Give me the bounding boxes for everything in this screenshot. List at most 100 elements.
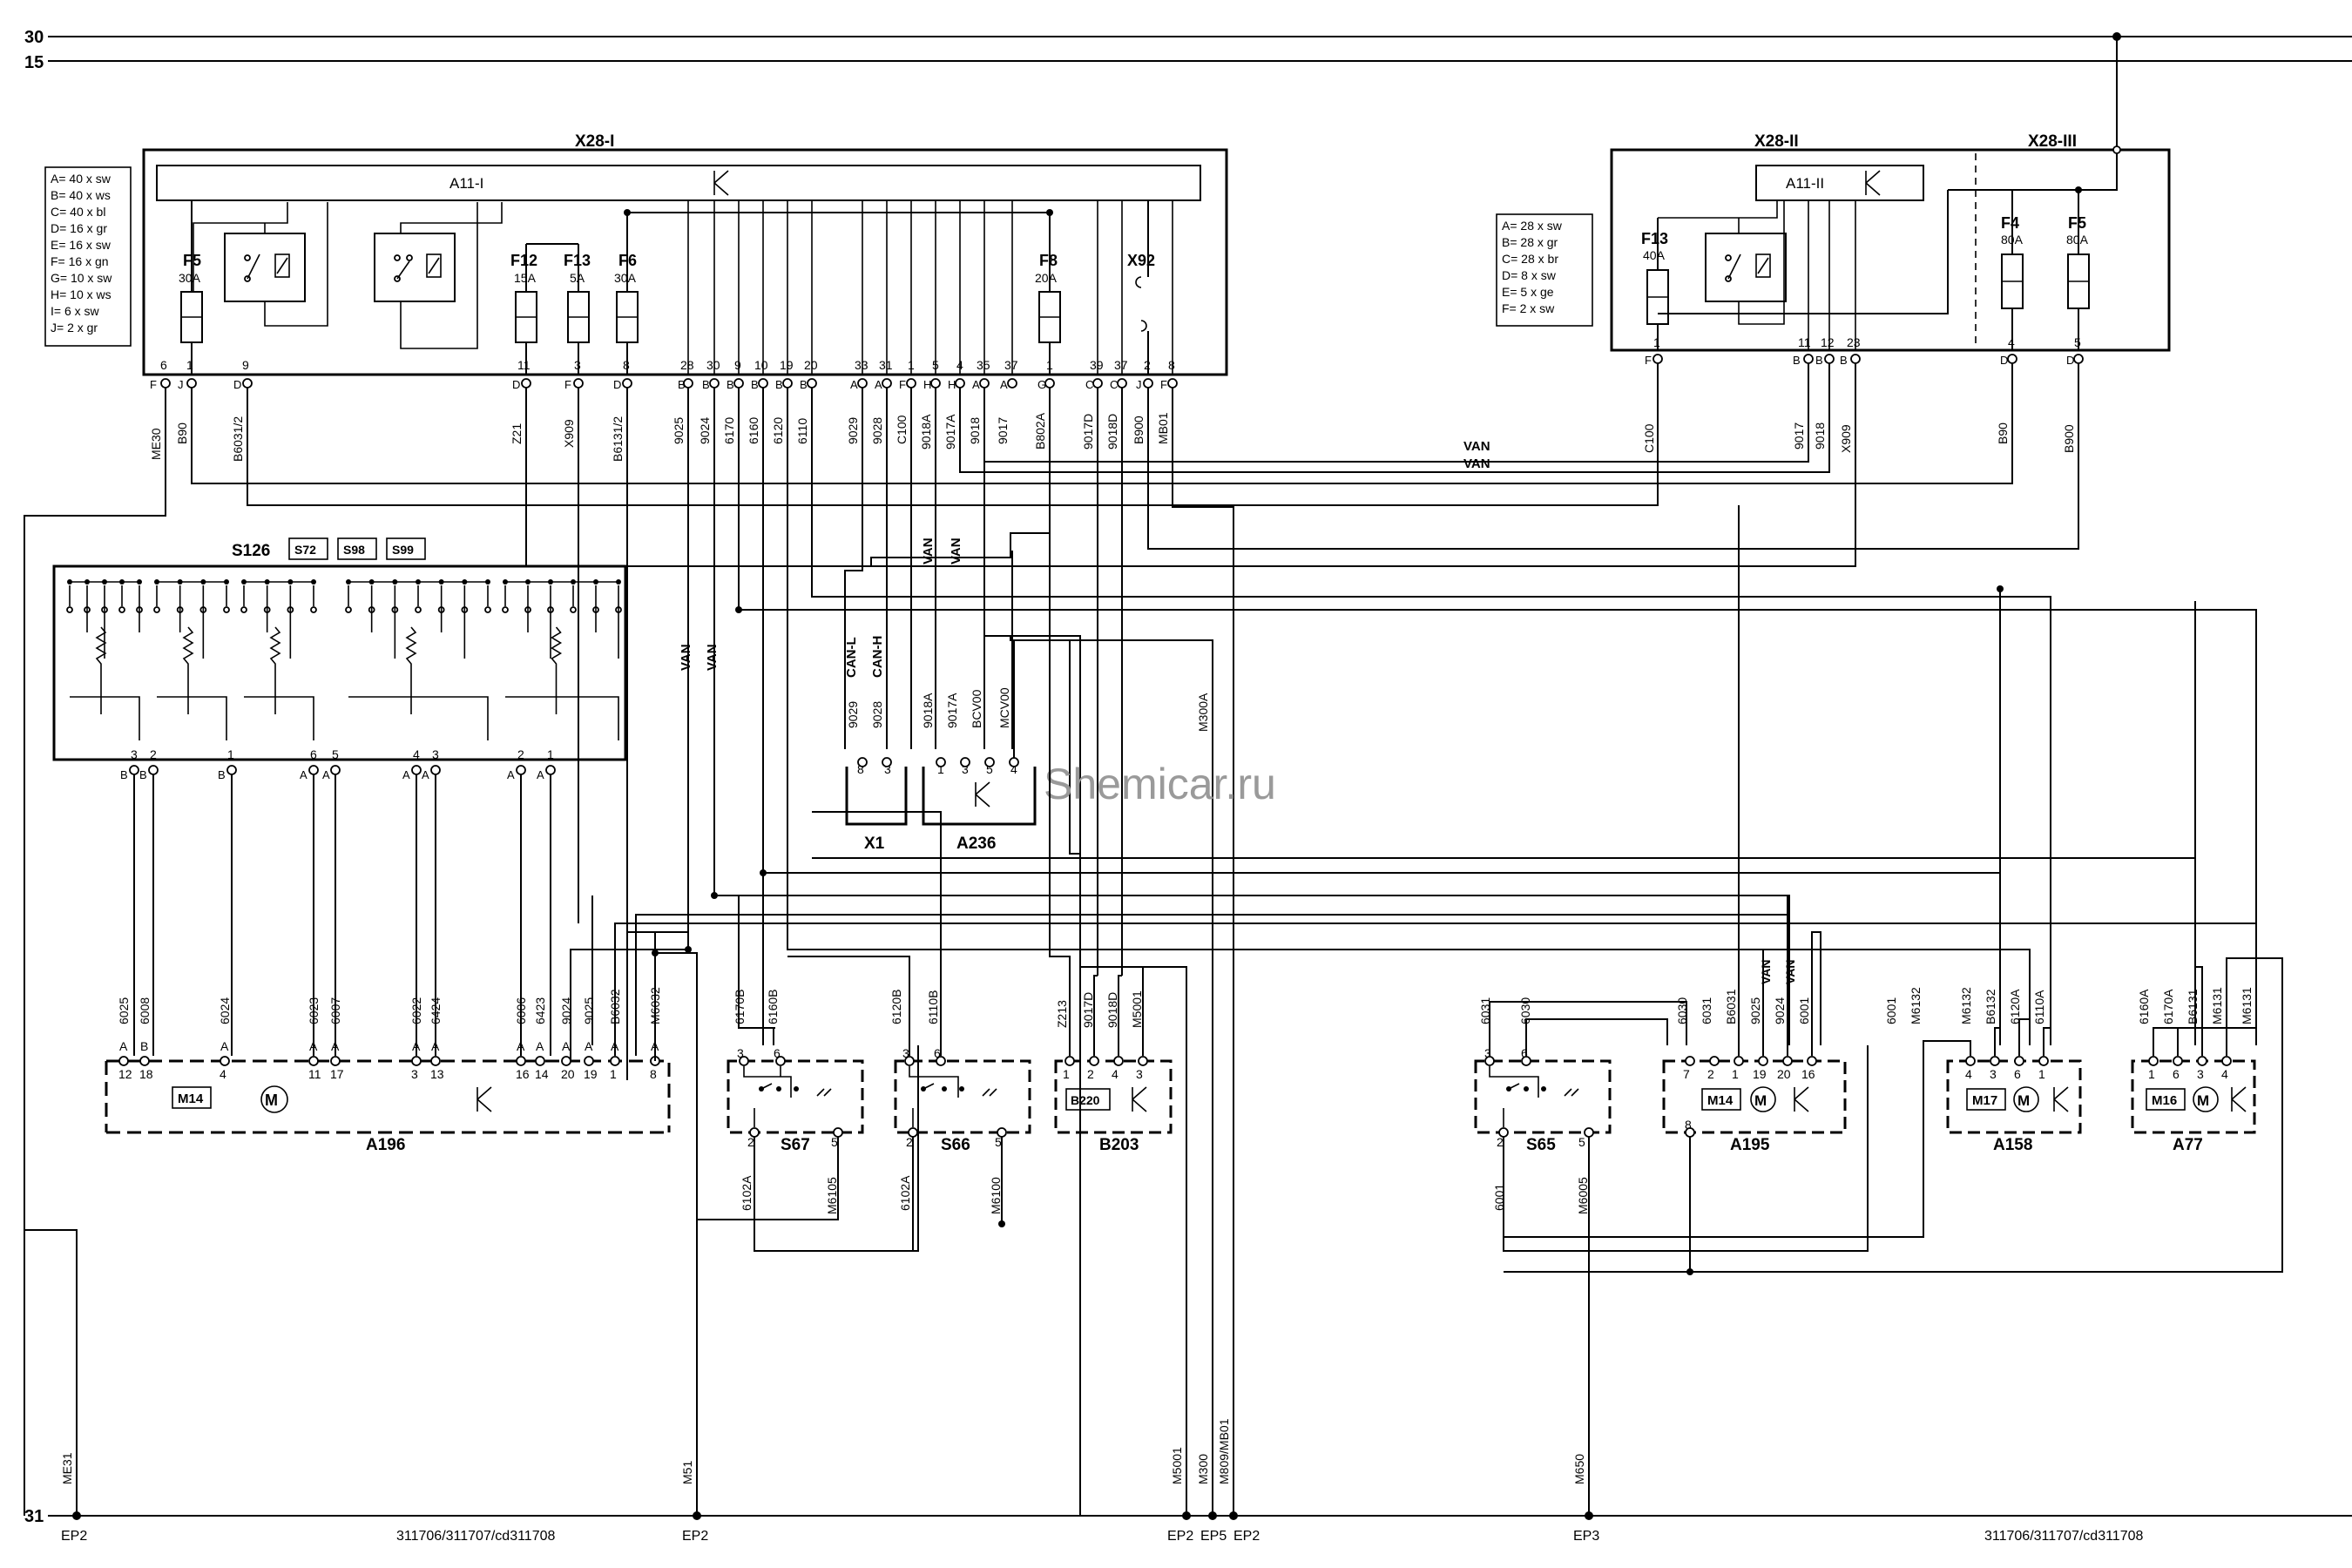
a196-pin (584, 1056, 594, 1066)
svg-text:6120: 6120 (771, 417, 785, 444)
switch-s67: 6170B 6160B 3 6 2 5 6102A M6105 S67 (696, 990, 919, 1516)
svg-text:3: 3 (432, 747, 439, 761)
svg-text:MB01: MB01 (1156, 412, 1170, 444)
a196-conn-letter: A (536, 1039, 544, 1053)
svg-text:G: G (1037, 378, 1046, 391)
svg-text:4: 4 (2221, 1067, 2228, 1081)
svg-text:B: B (678, 378, 686, 391)
svg-text:F: F (1160, 378, 1167, 391)
svg-text:6170: 6170 (722, 417, 736, 444)
rail-30-label: 30 (24, 28, 44, 47)
svg-text:A77: A77 (2173, 1136, 2203, 1154)
motor-icon: M (260, 1085, 288, 1113)
a196-pin-number: 11 (308, 1067, 321, 1081)
svg-text:6160A: 6160A (2137, 989, 2151, 1024)
svg-text:S126: S126 (232, 542, 270, 560)
svg-text:D: D (2066, 354, 2074, 367)
switch-contact (415, 606, 422, 613)
svg-text:B203: B203 (1099, 1136, 1139, 1154)
a196-pin-number: 12 (118, 1067, 132, 1081)
fuse-box-x28-2: X28-II X28-III A11-II A= 28 x sw B= 28 x… (1496, 37, 2171, 453)
svg-text:C: C (1085, 378, 1093, 391)
transistor-icon (2053, 1086, 2069, 1112)
svg-text:6001: 6001 (1797, 997, 1811, 1024)
wire-9018 (959, 363, 1830, 473)
svg-text:9018: 9018 (1813, 422, 1827, 449)
a196-conn-letter: A (585, 1039, 593, 1053)
svg-text:X1: X1 (864, 835, 885, 853)
wire-9024 (713, 388, 1790, 1045)
svg-text:VAN: VAN (921, 537, 936, 564)
footer-code-right: 311706/311707/cd311708 (1984, 1529, 2144, 1544)
svg-text:M: M (1754, 1092, 1767, 1109)
svg-text:1: 1 (908, 358, 915, 372)
a196-pin-number: 19 (584, 1067, 598, 1081)
svg-text:A: A (875, 378, 882, 391)
svg-text:H: H (923, 378, 931, 391)
svg-text:S66: S66 (941, 1136, 970, 1154)
a196-pin (220, 1056, 230, 1066)
transistor-icon (975, 781, 990, 808)
svg-text:B: B (702, 378, 710, 391)
svg-text:9018D: 9018D (1105, 992, 1119, 1028)
a196-conn-letter: A (220, 1039, 229, 1053)
a196-pin-number: 8 (650, 1067, 657, 1081)
svg-text:20A: 20A (1035, 271, 1058, 285)
svg-text:B90: B90 (1996, 422, 2010, 444)
resistor-ladder (244, 626, 314, 740)
svg-text:6102A: 6102A (740, 1175, 754, 1211)
a196-pin-number: 17 (330, 1067, 344, 1081)
svg-text:9028: 9028 (870, 701, 884, 728)
svg-text:1: 1 (2148, 1067, 2155, 1081)
svg-text:6030: 6030 (1518, 997, 1532, 1024)
svg-text:6160B: 6160B (766, 990, 780, 1024)
svg-text:A: A (507, 768, 515, 781)
svg-text:A= 28 x sw: A= 28 x sw (1502, 219, 1563, 233)
svg-text:9017A: 9017A (943, 414, 957, 449)
svg-text:M6132: M6132 (1909, 987, 1923, 1024)
svg-text:4: 4 (1112, 1067, 1119, 1081)
svg-text:6001: 6001 (1884, 997, 1898, 1024)
svg-text:30A: 30A (614, 271, 637, 285)
switch-contact (345, 606, 352, 613)
wire-c100-b6031 (247, 363, 1659, 506)
resistor-ladder (157, 626, 227, 740)
x28-1-wire-labels: ME30 B90 B6031/2 Z21 X909 B6131/2 9025 9… (149, 412, 1170, 462)
svg-text:6160: 6160 (747, 417, 760, 444)
svg-text:4: 4 (413, 747, 420, 761)
svg-text:X909: X909 (1839, 424, 1853, 453)
transistor-icon (476, 1086, 492, 1112)
svg-text:Z21: Z21 (510, 423, 524, 444)
svg-text:5: 5 (995, 1135, 1002, 1149)
svg-text:G= 10 x sw: G= 10 x sw (51, 271, 112, 285)
svg-text:12: 12 (1821, 335, 1835, 349)
a11-1-module (156, 165, 1201, 201)
motor-icon: M (2013, 1086, 2039, 1112)
svg-text:5: 5 (2074, 335, 2081, 349)
svg-text:4: 4 (2008, 335, 2015, 349)
fuse-f5: F5 30A (179, 200, 203, 375)
svg-text:M16: M16 (2152, 1093, 2177, 1108)
a196-pin-number: 14 (535, 1067, 549, 1081)
switch-contact (153, 606, 160, 613)
svg-text:CAN-L: CAN-L (844, 637, 859, 678)
svg-text:1: 1 (937, 762, 944, 776)
svg-text:F: F (564, 378, 571, 391)
svg-text:1: 1 (1046, 358, 1053, 372)
x28-2-pin-circles (1652, 354, 2084, 364)
svg-text:X28-III: X28-III (2028, 132, 2077, 151)
svg-text:EP5: EP5 (1200, 1529, 1227, 1544)
svg-text:A: A (402, 768, 410, 781)
a196-wire-label: 6007 (328, 997, 342, 1024)
svg-text:15A: 15A (514, 271, 537, 285)
svg-text:30A: 30A (179, 271, 201, 285)
svg-text:C100: C100 (1642, 423, 1656, 453)
svg-text:B: B (218, 768, 226, 781)
s126-pin-circles (129, 765, 556, 775)
svg-text:B6131/2: B6131/2 (611, 416, 625, 462)
motor-icon: M (1750, 1086, 1776, 1112)
transistor-icon (2231, 1086, 2247, 1112)
svg-text:F4: F4 (2001, 214, 2019, 232)
relay-wiring (193, 202, 503, 349)
svg-text:2: 2 (747, 1135, 754, 1149)
